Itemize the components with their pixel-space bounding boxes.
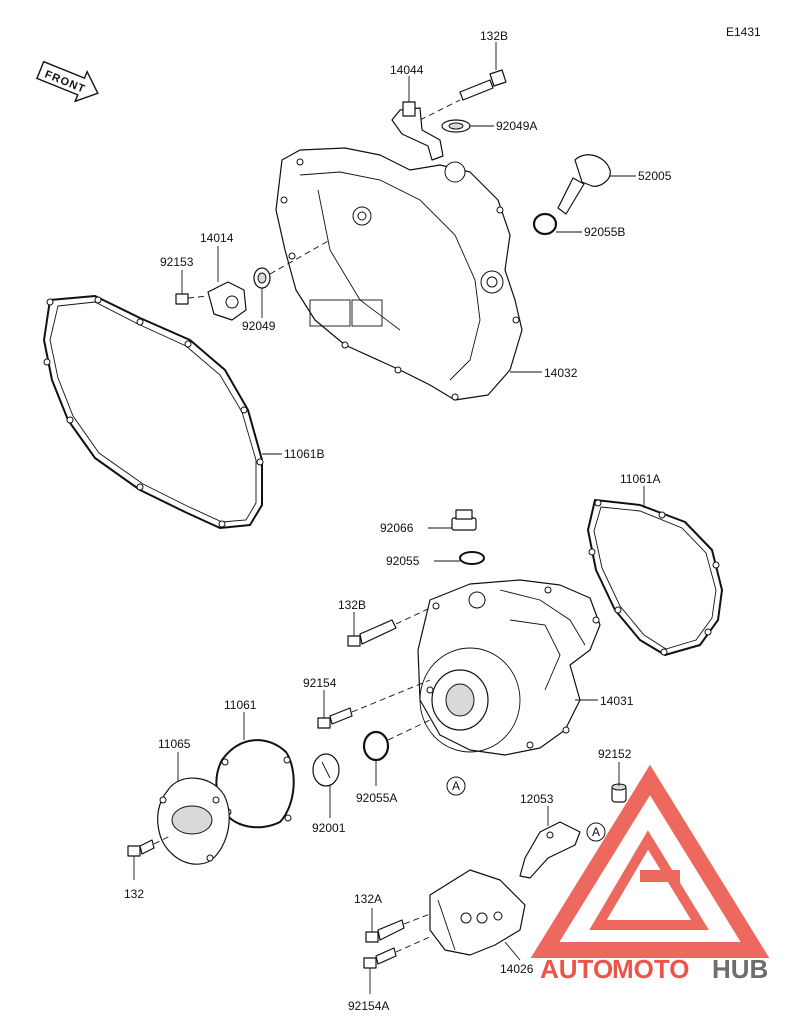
cap-11065 [157, 777, 230, 865]
callout-132: 132 [124, 887, 144, 901]
callout-12053: 12053 [520, 792, 554, 806]
ref-a-marker-2 [586, 822, 606, 842]
callout-92153: 92153 [160, 255, 194, 269]
callout-11061b: 11061B [284, 447, 324, 461]
plug-92066 [451, 509, 477, 531]
cover-14032 [275, 147, 523, 401]
dipstick-52005 [557, 154, 611, 215]
bolt-132b-top [419, 69, 507, 121]
bracket-14044 [391, 101, 444, 161]
oil-seal-92049a [441, 119, 471, 133]
plate-14014 [207, 281, 247, 321]
callout-92066: 92066 [380, 521, 414, 535]
gasket-11061b [43, 295, 264, 529]
ref-a-marker-1 [446, 776, 466, 796]
bolt-132a [365, 913, 431, 943]
callout-92055: 92055 [386, 554, 420, 568]
cover-14031 [417, 579, 601, 756]
callout-14044: 14044 [390, 63, 424, 77]
diagram-code: E1431 [726, 25, 761, 39]
callout-14026: 14026 [500, 962, 534, 976]
o-ring-92055a [362, 730, 390, 762]
callout-14032: 14032 [544, 366, 578, 380]
collar-92152 [611, 783, 627, 803]
callout-92049a: 92049A [496, 119, 537, 133]
callout-92154a: 92154A [348, 999, 389, 1013]
callout-11061: 11061 [224, 698, 257, 712]
plug-92001 [312, 753, 340, 787]
callout-14014: 14014 [200, 231, 234, 245]
bolt-132b-mid [347, 607, 431, 647]
guard-14026 [429, 869, 526, 956]
ref-a-label-1: A [452, 779, 460, 793]
bolt-92154 [317, 679, 431, 729]
watermark-moto: MOTO [612, 954, 690, 984]
watermark-logo [530, 764, 770, 958]
callout-132b-top: 132B [480, 29, 508, 43]
callout-92049: 92049 [242, 319, 276, 333]
callout-14031: 14031 [600, 694, 634, 708]
callout-92154: 92154 [303, 676, 337, 690]
guide-12053 [519, 821, 581, 879]
ref-a-label-2: A [592, 825, 600, 839]
o-ring-92055 [459, 551, 485, 565]
watermark-hub: HUB [712, 954, 768, 984]
callout-92152: 92152 [598, 747, 632, 761]
callout-11061a: 11061A [620, 472, 660, 486]
oil-seal-92049 [253, 267, 271, 289]
bolt-92153 [175, 293, 209, 305]
callout-92055a: 92055A [356, 791, 397, 805]
callout-52005: 52005 [638, 169, 672, 183]
watermark-auto: AUTO [540, 954, 613, 984]
callout-92055b: 92055B [584, 225, 625, 239]
callout-132a: 132A [354, 892, 382, 906]
front-arrow-icon: FRONT [36, 60, 99, 103]
bolt-132 [127, 835, 171, 857]
callout-11065: 11065 [158, 737, 191, 751]
callout-92001: 92001 [312, 821, 346, 835]
o-ring-92055b [532, 212, 558, 236]
gasket-11061a [587, 499, 723, 656]
watermark-text: AUTO MOTO HUB [540, 954, 768, 984]
callout-132b-mid: 132B [338, 598, 366, 612]
